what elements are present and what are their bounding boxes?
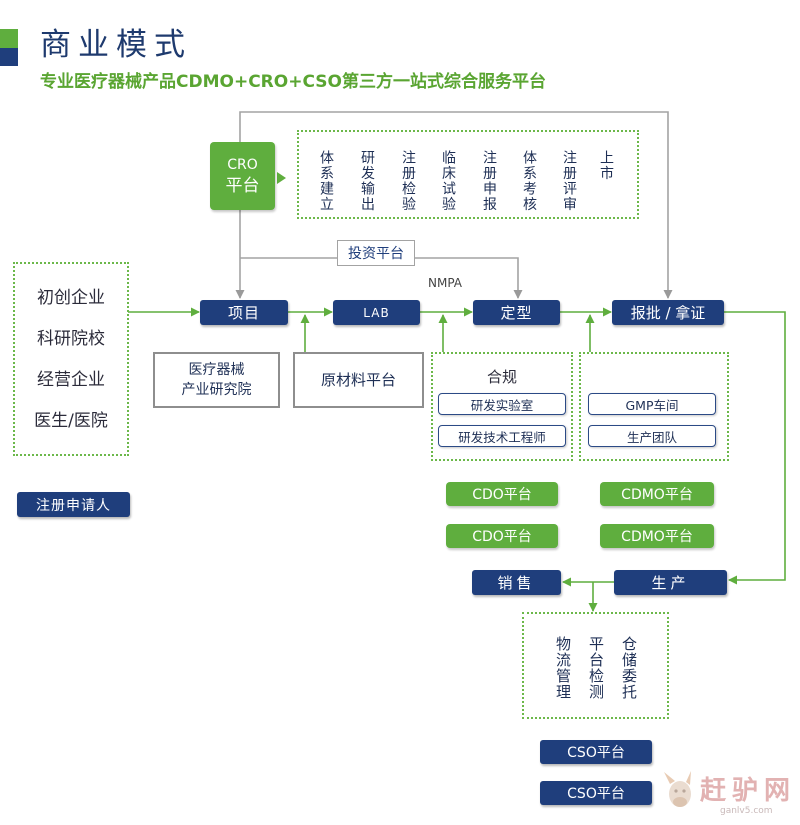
rd-engineer-label: 研发技术工程师	[458, 429, 546, 445]
cdo-platform-node: CDO平台	[446, 524, 558, 548]
cdmo-platform-label: CDMO平台	[621, 487, 693, 503]
finalize-label: 定型	[500, 304, 533, 322]
gmp-workshop-label: GMP车间	[625, 397, 679, 413]
cro-label: CRO	[227, 157, 258, 173]
cso-platform-node: CSO平台	[540, 781, 652, 805]
applicant-item: 科研院校	[37, 328, 105, 349]
cro-step: 注册评审	[561, 150, 577, 212]
header-accent-navy	[0, 48, 18, 66]
cdmo-platform-node: CDMO平台	[600, 524, 714, 548]
institute-label-line2: 产业研究院	[181, 382, 252, 398]
cro-step: 注册申报	[481, 150, 497, 212]
cso-platform-label: CSO平台	[567, 786, 625, 802]
project-label: 项目	[227, 304, 260, 322]
cro-step: 研发输出	[359, 150, 375, 212]
applicants-group: 初创企业 科研院校 经营企业 医生/医院	[13, 262, 129, 456]
materials-platform-node: 原材料平台	[293, 352, 424, 408]
approval-label: 报批 / 拿证	[630, 304, 706, 322]
sales-node: 销售	[472, 570, 561, 595]
service-item: 物流管理	[554, 636, 572, 700]
lab-label: LAB	[363, 305, 390, 320]
page-title: 商业模式	[40, 27, 192, 63]
cdo-platform-label: CDO平台	[472, 487, 532, 503]
production-team-label: 生产团队	[626, 429, 677, 445]
cso-platform-node: CSO平台	[540, 740, 652, 764]
project-node: 项目	[200, 300, 288, 325]
materials-label: 原材料平台	[320, 371, 396, 389]
compliance-group	[431, 352, 573, 461]
cro-step: 体系考核	[521, 150, 537, 212]
page-subtitle: 专业医疗器械产品CDMO+CRO+CSO第三方一站式综合服务平台	[40, 72, 546, 92]
applicant-item: 初创企业	[37, 287, 105, 308]
rd-lab-label: 研发实验室	[470, 397, 534, 413]
finalize-node: 定型	[473, 300, 560, 325]
manufacturing-group	[579, 352, 729, 461]
arrow-approval-to-production	[724, 311, 786, 585]
applicant-item: 医生/医院	[34, 410, 108, 431]
lab-node: LAB	[333, 300, 420, 325]
gmp-workshop-item: GMP车间	[588, 393, 716, 415]
sales-label: 销售	[497, 574, 536, 592]
investment-platform-node: 投资平台	[337, 240, 415, 266]
cdmo-platform-node: CDMO平台	[600, 482, 714, 506]
industry-institute-node: 医疗器械 产业研究院	[153, 352, 280, 408]
rd-engineer-item: 研发技术工程师	[438, 425, 566, 447]
cdo-platform-label: CDO平台	[472, 529, 532, 545]
nmpa-label: NMPA	[428, 276, 463, 290]
watermark-logo-icon	[664, 771, 691, 807]
investment-platform-label: 投资平台	[348, 246, 404, 262]
cro-steps-group	[297, 130, 639, 219]
production-label: 生产	[651, 574, 690, 592]
registrant-label: 注册申请人	[36, 497, 111, 514]
compliance-title: 合规	[486, 368, 517, 386]
cro-step: 上市	[598, 150, 614, 181]
cro-platform-node: CRO 平台	[210, 142, 275, 210]
cro-pointer-triangle	[277, 172, 286, 184]
rd-lab-item: 研发实验室	[438, 393, 566, 415]
watermark-url: ganlv5.com	[720, 806, 773, 816]
cro-step: 注册检验	[400, 150, 416, 212]
applicant-item: 经营企业	[37, 369, 105, 390]
cdmo-platform-label: CDMO平台	[621, 529, 693, 545]
cro-step: 体系建立	[318, 150, 334, 212]
registrant-badge: 注册申请人	[17, 492, 130, 517]
cro-step: 临床试验	[440, 150, 456, 212]
connector-investment-to-finalize	[240, 257, 523, 299]
services-group	[522, 612, 669, 719]
production-node: 生产	[614, 570, 727, 595]
service-item: 平台检测	[587, 636, 605, 700]
cro-platform-label: 平台	[225, 176, 260, 196]
institute-label-line1: 医疗器械	[188, 362, 245, 378]
production-team-item: 生产团队	[588, 425, 716, 447]
cdo-platform-node: CDO平台	[446, 482, 558, 506]
connector-cro-to-approval	[239, 111, 673, 299]
cso-platform-label: CSO平台	[567, 745, 625, 761]
header-accent-green	[0, 29, 18, 48]
service-item: 仓储委托	[620, 636, 638, 700]
approval-node: 报批 / 拿证	[612, 300, 724, 325]
watermark-name: 赶驴网	[700, 776, 797, 806]
